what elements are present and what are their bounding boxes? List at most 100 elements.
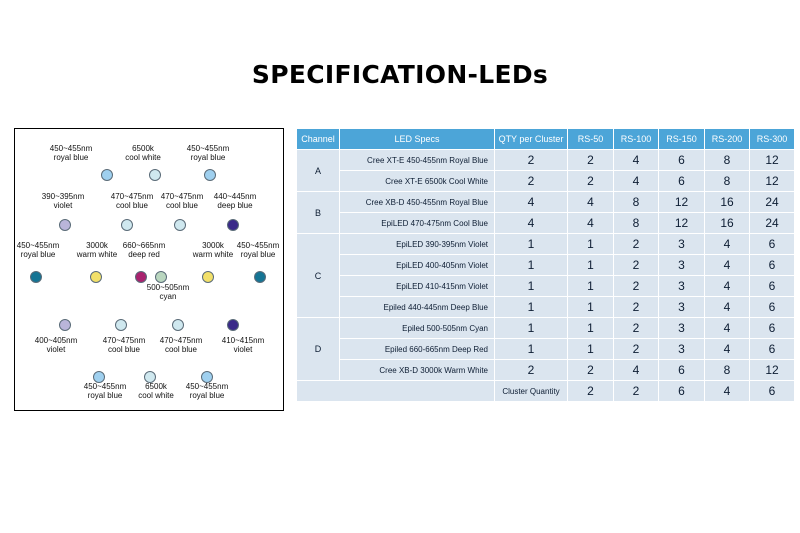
- column-header: QTY per Cluster: [494, 128, 568, 150]
- led-label-line2: deep red: [128, 250, 160, 259]
- led-dot: [172, 319, 184, 331]
- quantity-cell: 2: [613, 275, 659, 297]
- led-dot: [227, 319, 239, 331]
- led-dot: [135, 271, 147, 283]
- led-dot: [115, 319, 127, 331]
- led-label-line2: royal blue: [53, 153, 89, 162]
- channel-cell: B: [296, 191, 340, 234]
- led-label-line2: cool blue: [115, 201, 149, 210]
- quantity-cell: 1: [567, 338, 614, 360]
- led-spec-cell: Cree XT-E 450-455nm Royal Blue: [339, 149, 495, 171]
- led-dot: [201, 371, 213, 383]
- quantity-cell: 2: [494, 359, 568, 381]
- channel-cell: C: [296, 233, 340, 318]
- column-header: LED Specs: [339, 128, 495, 150]
- led-spec-cell: Epiled 440-445nm Deep Blue: [339, 296, 495, 318]
- quantity-cell: 8: [704, 359, 750, 381]
- quantity-cell: 3: [658, 296, 705, 318]
- quantity-cell: 2: [567, 170, 614, 192]
- led-label-line2: cool blue: [164, 345, 198, 354]
- quantity-cell: 3: [658, 254, 705, 276]
- quantity-cell: 4: [704, 338, 750, 360]
- quantity-cell: 3: [658, 275, 705, 297]
- empty-cell: [296, 380, 495, 402]
- quantity-cell: 8: [704, 170, 750, 192]
- led-label-line2: royal blue: [189, 391, 225, 400]
- led-label-line1: 6500k: [132, 144, 154, 153]
- quantity-cell: 2: [613, 317, 659, 339]
- led-label-line2: cool blue: [107, 345, 141, 354]
- quantity-cell: 4: [704, 254, 750, 276]
- led-dot: [144, 371, 156, 383]
- led-label-line1: 410~415nm: [221, 336, 265, 345]
- quantity-cell: 12: [658, 191, 705, 213]
- led-label-line1: 470~475nm: [160, 192, 204, 201]
- cluster-quantity-cell: 2: [613, 380, 659, 402]
- quantity-cell: 1: [494, 338, 568, 360]
- led-label-line2: royal blue: [240, 250, 276, 259]
- led-label-line2: warm white: [192, 250, 234, 259]
- quantity-cell: 1: [567, 275, 614, 297]
- quantity-cell: 4: [704, 317, 750, 339]
- quantity-cell: 1: [567, 233, 614, 255]
- led-label-line1: 450~455nm: [236, 241, 280, 250]
- led-dot: [93, 371, 105, 383]
- led-label-line2: violet: [46, 345, 66, 354]
- quantity-cell: 2: [494, 170, 568, 192]
- led-label-line1: 6500k: [145, 382, 167, 391]
- led-label-line2: royal blue: [190, 153, 226, 162]
- quantity-cell: 2: [613, 233, 659, 255]
- led-spec-cell: Cree XB-D 3000k Warm White: [339, 359, 495, 381]
- quantity-cell: 12: [749, 149, 795, 171]
- cluster-quantity-cell: 6: [749, 380, 795, 402]
- led-spec-cell: EpiLED 410-415nm Violet: [339, 275, 495, 297]
- led-label-line1: 450~455nm: [83, 382, 127, 391]
- led-dot: [101, 169, 113, 181]
- led-label-line2: deep blue: [217, 201, 253, 210]
- quantity-cell: 4: [704, 296, 750, 318]
- led-label-line1: 450~455nm: [49, 144, 93, 153]
- quantity-cell: 3: [658, 317, 705, 339]
- cluster-quantity-cell: 4: [704, 380, 750, 402]
- quantity-cell: 6: [749, 338, 795, 360]
- led-label-line1: 470~475nm: [110, 192, 154, 201]
- quantity-cell: 1: [494, 233, 568, 255]
- led-dot: [121, 219, 133, 231]
- cluster-quantity-cell: 2: [567, 380, 614, 402]
- led-label-line1: 470~475nm: [102, 336, 146, 345]
- cluster-quantity-label: Cluster Quantity: [494, 380, 568, 402]
- quantity-cell: 4: [567, 212, 614, 234]
- led-spec-cell: EpiLED 390-395nm Violet: [339, 233, 495, 255]
- quantity-cell: 6: [658, 170, 705, 192]
- cluster-quantity-cell: 6: [658, 380, 705, 402]
- quantity-cell: 4: [613, 149, 659, 171]
- quantity-cell: 1: [494, 254, 568, 276]
- led-label-line1: 470~475nm: [159, 336, 203, 345]
- quantity-cell: 4: [613, 359, 659, 381]
- quantity-cell: 12: [749, 170, 795, 192]
- led-label-line1: 450~455nm: [186, 144, 230, 153]
- quantity-cell: 4: [494, 212, 568, 234]
- led-label-line1: 440~445nm: [213, 192, 257, 201]
- quantity-cell: 16: [704, 191, 750, 213]
- led-label-line2: violet: [53, 201, 73, 210]
- quantity-cell: 2: [494, 149, 568, 171]
- column-header: Channel: [296, 128, 340, 150]
- quantity-cell: 2: [613, 254, 659, 276]
- led-spec-cell: Epiled 660-665nm Deep Red: [339, 338, 495, 360]
- quantity-cell: 8: [613, 212, 659, 234]
- channel-cell: A: [296, 149, 340, 192]
- column-header: RS-200: [704, 128, 750, 150]
